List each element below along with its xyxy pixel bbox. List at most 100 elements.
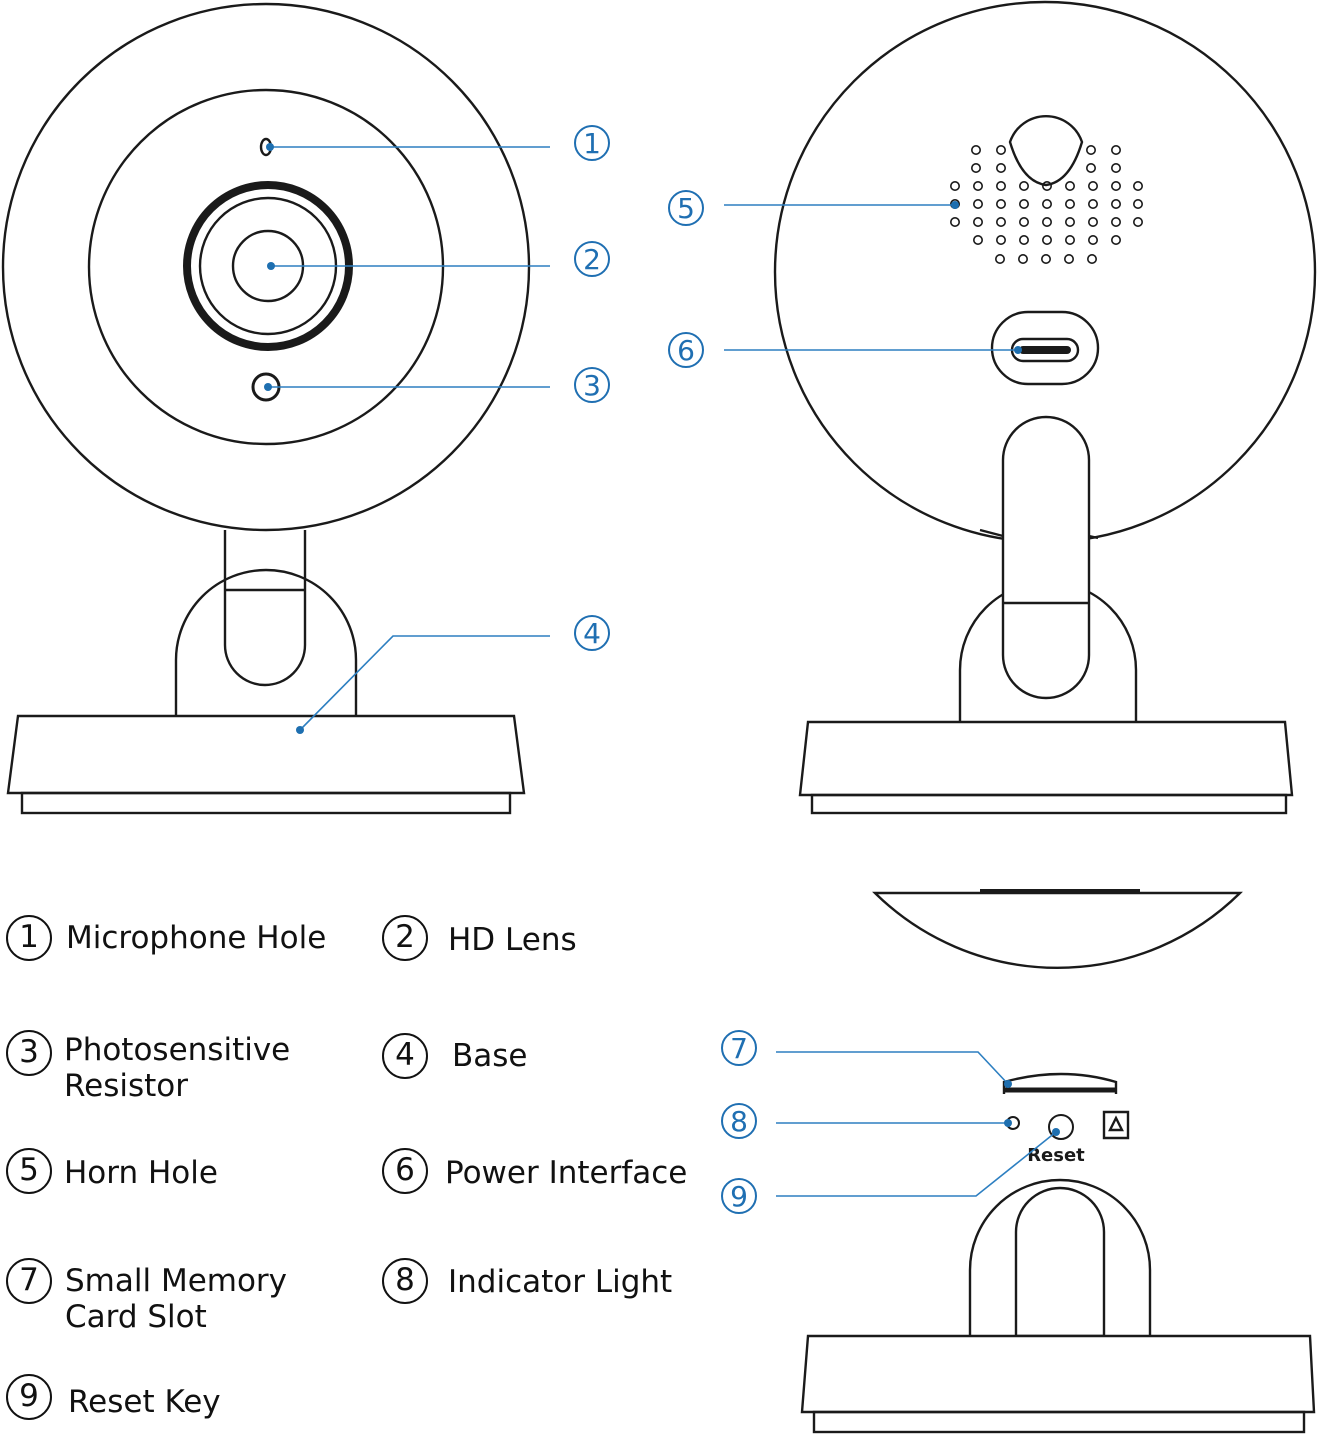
legend-number-8: 8 (382, 1258, 428, 1304)
horn-hole (995, 163, 1006, 174)
back-base (798, 720, 1294, 797)
horn-hole (995, 145, 1006, 156)
leader-8-dot (1004, 1119, 1012, 1127)
legend-number-4: 4 (382, 1033, 428, 1079)
leader-5-dot (951, 201, 959, 209)
back-base-foot (810, 793, 1288, 815)
legend-label-2: HD Lens (448, 922, 577, 958)
leader-6-dot (1014, 346, 1022, 354)
leader-4-dot (296, 726, 304, 734)
callout-7-text: 7 (730, 1032, 748, 1065)
side-base (800, 1334, 1316, 1414)
legend-label-4: Base (452, 1038, 528, 1074)
horn-hole (970, 163, 981, 174)
side-base-foot (812, 1410, 1306, 1434)
horn-hole (1086, 163, 1097, 174)
horn-hole (1042, 199, 1053, 210)
callout-1: 1 (574, 125, 610, 161)
horn-hole (1042, 235, 1053, 246)
horn-hole (949, 217, 960, 228)
front-view (1, 2, 531, 815)
horn-hole (1017, 254, 1028, 265)
callout-9: 9 (721, 1178, 757, 1214)
callout-6: 6 (668, 332, 704, 368)
horn-hole (972, 235, 983, 246)
front-face (87, 88, 445, 446)
callout-5-text: 5 (677, 192, 695, 225)
reset-label: Reset (1027, 1145, 1085, 1166)
leader-2-dot (267, 262, 275, 270)
sd-card-icon (1102, 1110, 1130, 1140)
legend-number-5: 5 (6, 1148, 52, 1194)
horn-hole (1041, 254, 1052, 265)
leader-7-dot (1004, 1080, 1012, 1088)
horn-hole (972, 181, 983, 192)
horn-hole (1133, 199, 1144, 210)
horn-hole (1111, 163, 1122, 174)
front-base (6, 714, 526, 795)
horn-hole (972, 217, 983, 228)
legend-number-6: 6 (382, 1148, 428, 1194)
horn-hole (1018, 235, 1029, 246)
legend-label-3: Photosensitive Resistor (64, 1032, 291, 1104)
front-stand-neck (223, 530, 307, 687)
horn-hole (1042, 181, 1053, 192)
front-housing (1, 2, 531, 532)
horn-hole (1088, 217, 1099, 228)
power-port-outer (990, 310, 1100, 386)
legend-label-8: Indicator Light (448, 1264, 673, 1300)
callout-3: 3 (574, 367, 610, 403)
front-stand-arch (174, 568, 358, 716)
horn-hole (1087, 254, 1098, 265)
callout-4-text: 4 (583, 617, 601, 650)
legend-label-6: Power Interface (445, 1155, 688, 1191)
horn-hole (1111, 217, 1122, 228)
callout-2: 2 (574, 241, 610, 277)
back-neck-join (979, 528, 1099, 540)
legend-label-9: Reset Key (68, 1384, 221, 1420)
front-base-foot (20, 791, 512, 815)
callout-1-text: 1 (583, 127, 601, 160)
horn-hole (1088, 181, 1099, 192)
side-stand-arch (968, 1178, 1152, 1336)
horn-hole (949, 181, 960, 192)
legend-number-9: 9 (6, 1374, 52, 1420)
side-housing (872, 891, 1243, 969)
callout-4: 4 (574, 615, 610, 651)
horn-hole (972, 199, 983, 210)
leader-1-dot (266, 143, 274, 151)
leader-9 (776, 1131, 1057, 1197)
horn-hole (1111, 145, 1122, 156)
leader-7 (776, 1051, 1009, 1085)
horn-hole (970, 145, 981, 156)
horn-hole (1065, 217, 1076, 228)
legend-number-3: 3 (6, 1030, 52, 1076)
horn-hole (995, 181, 1006, 192)
mount-hole (1008, 115, 1084, 187)
legend-number-7: 7 (6, 1258, 52, 1304)
legend-number-2: 2 (382, 915, 428, 961)
callout-numbers: 1 2 3 4 5 6 7 8 9 (574, 125, 757, 1214)
callout-5: 5 (668, 190, 704, 226)
horn-hole (995, 217, 1006, 228)
legend-label-1: Microphone Hole (66, 920, 327, 956)
horn-hole (1018, 199, 1029, 210)
leader-3-dot (264, 383, 272, 391)
callout-2-text: 2 (583, 243, 601, 276)
horn-hole (1133, 181, 1144, 192)
horn-hole (1065, 181, 1076, 192)
back-view (773, 0, 1317, 815)
horn-hole-grid (949, 145, 1144, 265)
legend-label-5: Horn Hole (64, 1155, 218, 1191)
horn-hole (1018, 181, 1029, 192)
callout-7: 7 (721, 1030, 757, 1066)
side-view: Reset (800, 889, 1316, 1434)
horn-hole (995, 199, 1006, 210)
legend-number-1: 1 (6, 915, 52, 961)
legend-label-7: Small Memory Card Slot (65, 1263, 288, 1335)
usb-connector (1019, 346, 1071, 354)
horn-hole (994, 254, 1005, 265)
horn-hole (1111, 181, 1122, 192)
horn-hole (1133, 217, 1144, 228)
